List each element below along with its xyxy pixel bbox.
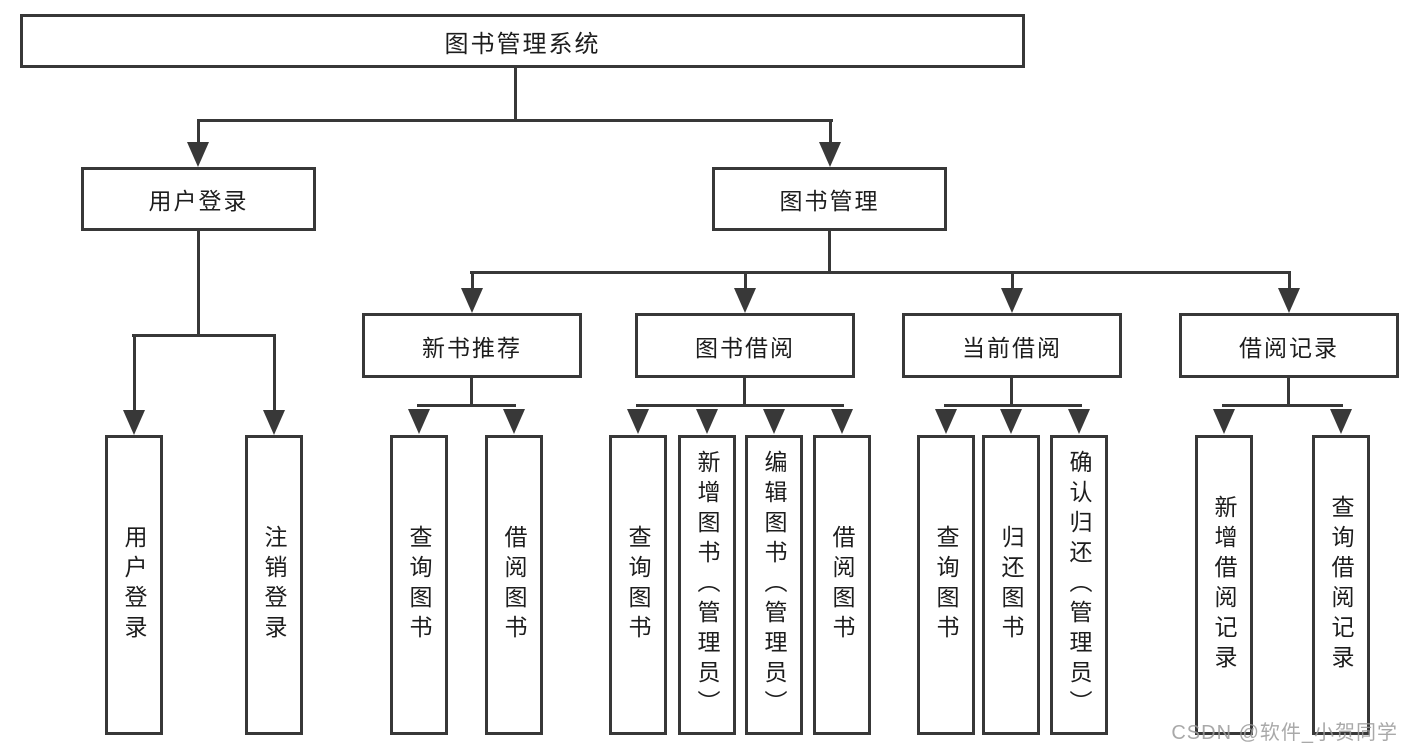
arrow-down-icon <box>1001 288 1023 313</box>
connector-root-stem <box>514 66 517 121</box>
connector-userlogin-stem <box>197 230 200 336</box>
arrow-down-icon <box>187 142 209 167</box>
arrow-down-icon <box>263 410 285 435</box>
arrow-down-icon <box>1000 409 1022 434</box>
leaf-query-books-borrow: 查询图书 <box>609 435 667 735</box>
connector-borrow-rail <box>636 404 844 407</box>
leaf-query-books-recommend: 查询图书 <box>390 435 448 735</box>
connector-userlogin-rail <box>132 334 276 337</box>
connector-root-drop-left <box>197 119 200 144</box>
arrow-down-icon <box>696 409 718 434</box>
arrow-down-icon <box>123 410 145 435</box>
arrow-down-icon <box>819 142 841 167</box>
connector-userlogin-drop-left <box>133 334 136 412</box>
arrow-down-icon <box>408 409 430 434</box>
node-library-system: 图书管理系统 <box>20 14 1025 68</box>
csdn-watermark: CSDN @软件_小贺同学 <box>1171 722 1398 744</box>
connector-bookmgmt-drop-1 <box>471 271 474 290</box>
connector-bookmgmt-stem <box>828 230 831 274</box>
connector-root-rail <box>197 119 833 122</box>
connector-bookmgmt-drop-4 <box>1288 271 1291 290</box>
arrow-down-icon <box>503 409 525 434</box>
connector-current-rail <box>944 404 1082 407</box>
leaf-query-borrow-record: 查询借阅记录 <box>1312 435 1370 735</box>
arrow-down-icon <box>627 409 649 434</box>
arrow-down-icon <box>1278 288 1300 313</box>
connector-records-rail <box>1222 404 1343 407</box>
leaf-borrow-books-recommend: 借阅图书 <box>485 435 543 735</box>
arrow-down-icon <box>734 288 756 313</box>
leaf-query-books-current: 查询图书 <box>917 435 975 735</box>
arrow-down-icon <box>831 409 853 434</box>
leaf-user-login: 用户登录 <box>105 435 163 735</box>
connector-records-stem <box>1287 375 1290 406</box>
node-borrowing-records: 借阅记录 <box>1179 313 1399 378</box>
node-book-borrowing: 图书借阅 <box>635 313 855 378</box>
arrow-down-icon <box>461 288 483 313</box>
leaf-add-books-admin: 新增图书（管理员） <box>678 435 736 735</box>
arrow-down-icon <box>1068 409 1090 434</box>
connector-borrow-stem <box>743 375 746 406</box>
leaf-add-borrow-record: 新增借阅记录 <box>1195 435 1253 735</box>
connector-newbook-stem <box>470 375 473 406</box>
connector-newbook-rail <box>417 404 516 407</box>
arrow-down-icon <box>1330 409 1352 434</box>
arrow-down-icon <box>1213 409 1235 434</box>
connector-current-stem <box>1010 375 1013 406</box>
leaf-logout: 注销登录 <box>245 435 303 735</box>
connector-bookmgmt-drop-2 <box>744 271 747 290</box>
connector-bookmgmt-rail <box>470 271 1291 274</box>
arrow-down-icon <box>763 409 785 434</box>
leaf-return-books: 归还图书 <box>982 435 1040 735</box>
arrow-down-icon <box>935 409 957 434</box>
node-current-borrowing: 当前借阅 <box>902 313 1122 378</box>
connector-bookmgmt-drop-3 <box>1011 271 1014 290</box>
connector-userlogin-drop-right <box>273 334 276 412</box>
leaf-confirm-return-admin: 确认归还（管理员） <box>1050 435 1108 735</box>
leaf-edit-books-admin: 编辑图书（管理员） <box>745 435 803 735</box>
leaf-borrow-books: 借阅图书 <box>813 435 871 735</box>
node-user-login: 用户登录 <box>81 167 316 231</box>
node-new-book-recommend: 新书推荐 <box>362 313 582 378</box>
node-book-management: 图书管理 <box>712 167 947 231</box>
connector-root-drop-right <box>829 119 832 144</box>
